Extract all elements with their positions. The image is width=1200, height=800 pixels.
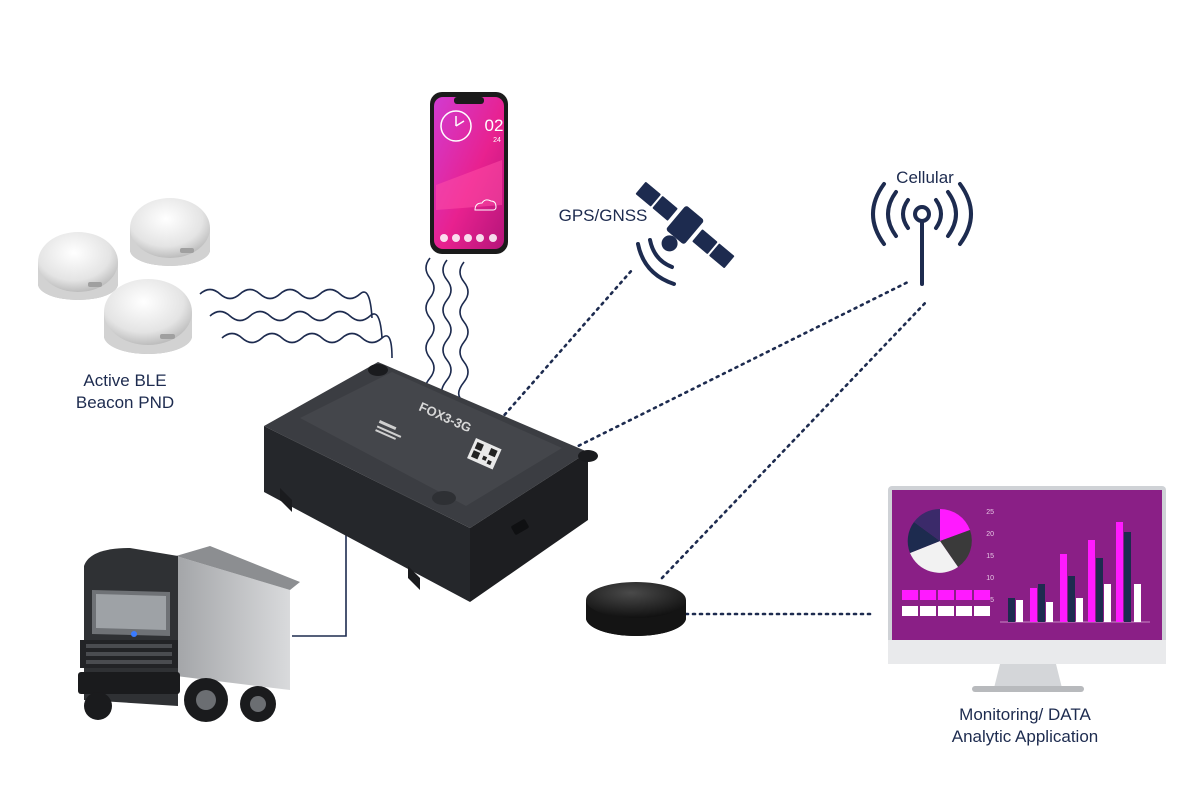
ble-beacon <box>130 198 210 266</box>
ble-signal-waves <box>199 288 393 359</box>
puck-sensor <box>586 582 686 636</box>
cellular-label: Cellular <box>896 168 954 187</box>
ble-beacon-label: Active BLE Beacon PND <box>40 370 210 414</box>
monitoring-label-line2: Analytic Application <box>951 727 1099 746</box>
link-device-gps <box>498 268 634 422</box>
clock-icon <box>440 110 472 142</box>
connection-lines <box>498 268 930 616</box>
y-tick: 5 <box>990 597 994 604</box>
satellite-signal-arcs <box>636 238 676 286</box>
monitor-bar-chart: 25 20 15 10 5 <box>986 509 1150 623</box>
tracker-device: FOX3-3G <box>264 362 598 602</box>
y-tick: 10 <box>986 575 994 582</box>
ble-label-line2: Beacon PND <box>75 393 175 412</box>
ble-beacons <box>38 198 210 354</box>
y-tick: 20 <box>986 531 994 538</box>
phone-signal-waves <box>423 257 469 399</box>
usb-port <box>511 519 529 535</box>
ce-mark-icon <box>375 420 402 440</box>
monitoring-label: Monitoring/ DATA Analytic Application <box>920 704 1130 748</box>
ble-beacon <box>104 279 192 354</box>
y-tick: 15 <box>986 553 994 560</box>
ble-label-line1: Active BLE <box>83 371 167 390</box>
monitor-pie-chart <box>907 508 972 573</box>
phone-clock-day: 02 <box>485 116 504 135</box>
y-tick: 25 <box>986 509 994 516</box>
gps-label: GPS/GNSS <box>558 206 648 225</box>
weather-icon <box>474 199 497 211</box>
monitor-truck-icons <box>902 590 990 616</box>
phone-app-dock <box>440 234 497 242</box>
smartphone: 02 24 <box>430 92 508 254</box>
qr-code-icon <box>467 438 502 470</box>
cell-tower-icon <box>871 182 973 286</box>
monitoring-label-line1: Monitoring/ DATA <box>959 705 1091 724</box>
link-device-cellular <box>558 280 910 457</box>
link-puck-cellular <box>660 298 930 580</box>
monitor: 25 20 15 10 5 <box>888 486 1166 692</box>
truck <box>78 546 300 722</box>
phone-clock-date: 24 <box>493 137 501 144</box>
satellite-icon <box>635 181 735 269</box>
link-device-truck <box>292 515 347 637</box>
ble-beacon <box>38 232 118 300</box>
